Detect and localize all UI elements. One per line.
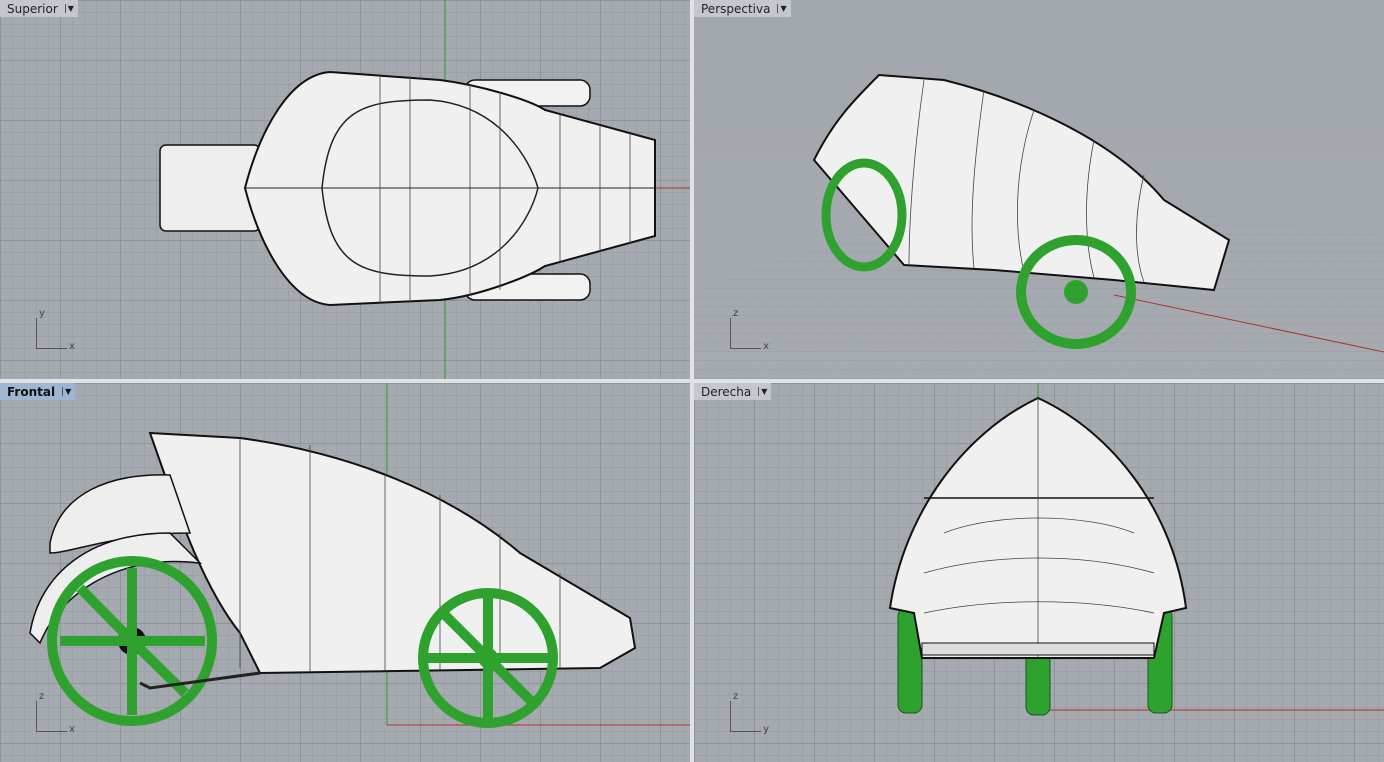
viewport-title: Derecha	[701, 384, 752, 399]
axis-label: x	[69, 341, 75, 352]
viewport-label-derecha[interactable]: Derecha ▼	[694, 383, 772, 400]
triangle-down-icon[interactable]: ▼	[64, 4, 74, 13]
viewport-title: Superior	[7, 1, 58, 16]
axis-label: z	[733, 308, 739, 319]
axis-label: y	[39, 308, 45, 319]
viewport-label-frontal[interactable]: Frontal ▼	[0, 383, 76, 400]
axis-label: x	[69, 724, 75, 735]
triangle-down-icon[interactable]: ▼	[62, 387, 71, 396]
vehicle-right-view	[888, 383, 1384, 716]
axis-label: z	[733, 691, 739, 702]
viewport-title: Perspectiva	[701, 1, 771, 16]
viewport-label-perspectiva[interactable]: Perspectiva ▼	[694, 0, 791, 17]
vehicle-top-view	[159, 0, 690, 379]
triangle-down-icon[interactable]: ▼	[758, 387, 767, 396]
axis-label: x	[763, 341, 769, 352]
vehicle-front-view	[29, 383, 690, 728]
viewport-title: Frontal	[7, 384, 56, 399]
triangle-down-icon[interactable]: ▼	[777, 4, 787, 13]
axis-label: z	[39, 691, 45, 702]
viewport-label-superior[interactable]: Superior ▼	[0, 0, 78, 17]
axis-label: y	[763, 724, 769, 735]
vehicle-perspective-view	[694, 73, 1384, 379]
